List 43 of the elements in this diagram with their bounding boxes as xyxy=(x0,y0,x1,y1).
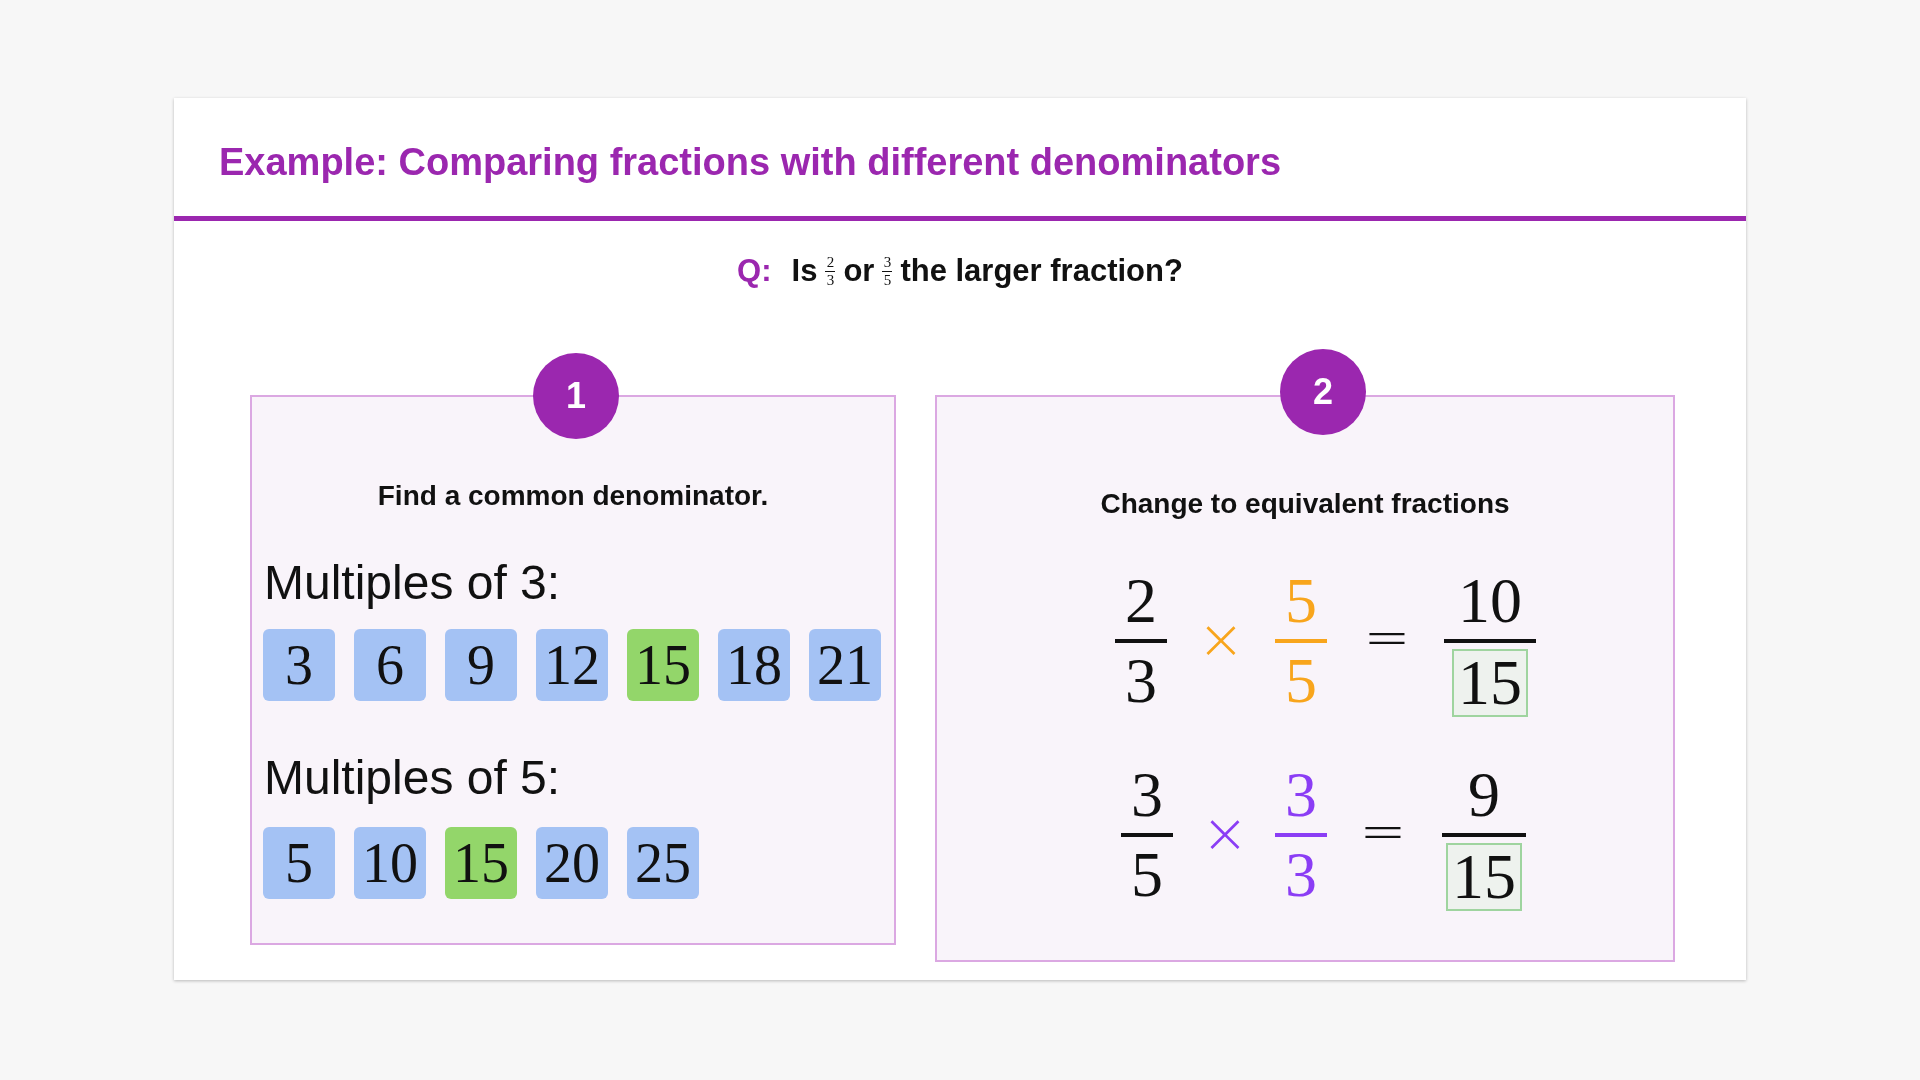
number-tile: 3 xyxy=(263,629,335,701)
question-text: the larger fraction? xyxy=(900,252,1183,290)
denominator: 5 xyxy=(1285,649,1317,713)
number-tile: 20 xyxy=(536,827,608,899)
answer-box: 15 xyxy=(1446,843,1522,911)
question-label: Q: xyxy=(737,252,772,290)
question-text: Is xyxy=(791,252,818,290)
question-text: or xyxy=(843,252,875,290)
numerator: 9 xyxy=(1468,763,1500,827)
row-label: Multiples of 5: xyxy=(264,750,561,806)
denominator: 3 xyxy=(1285,843,1317,907)
numerator: 10 xyxy=(1458,569,1522,633)
number-tile: 18 xyxy=(718,629,790,701)
denominator: 5 xyxy=(1131,843,1163,907)
numerator: 5 xyxy=(1285,569,1317,633)
number-tile: 15 xyxy=(445,827,517,899)
step-badge: 1 xyxy=(533,353,619,439)
number-tile: 5 xyxy=(263,827,335,899)
numerator: 3 xyxy=(883,254,892,270)
operator-sign: = xyxy=(1363,609,1411,665)
number-tile: 21 xyxy=(809,629,881,701)
denominator: 3 xyxy=(826,273,835,288)
denominator: 3 xyxy=(1125,649,1157,713)
numerator: 3 xyxy=(1131,763,1163,827)
number-tile: 6 xyxy=(354,629,426,701)
numerator: 2 xyxy=(826,254,835,270)
step-heading: Find a common denominator. xyxy=(376,479,770,513)
numerator: 3 xyxy=(1285,763,1317,827)
title: Example: Comparing fractions with different denominators xyxy=(219,140,1281,185)
number-tile: 12 xyxy=(536,629,608,701)
operator-sign: = xyxy=(1359,803,1407,859)
number-tile: 15 xyxy=(627,629,699,701)
row-label: Multiples of 3: xyxy=(264,555,561,611)
operator-sign: × xyxy=(1197,611,1245,667)
number-tile: 9 xyxy=(445,629,517,701)
numerator: 2 xyxy=(1125,569,1157,633)
denominator: 5 xyxy=(883,273,892,288)
step-heading: Change to equivalent fractions xyxy=(1099,487,1511,521)
number-tile: 25 xyxy=(627,827,699,899)
step-badge: 2 xyxy=(1280,349,1366,435)
operator-sign: × xyxy=(1201,805,1249,861)
number-tile: 10 xyxy=(354,827,426,899)
answer-box: 15 xyxy=(1452,649,1528,717)
